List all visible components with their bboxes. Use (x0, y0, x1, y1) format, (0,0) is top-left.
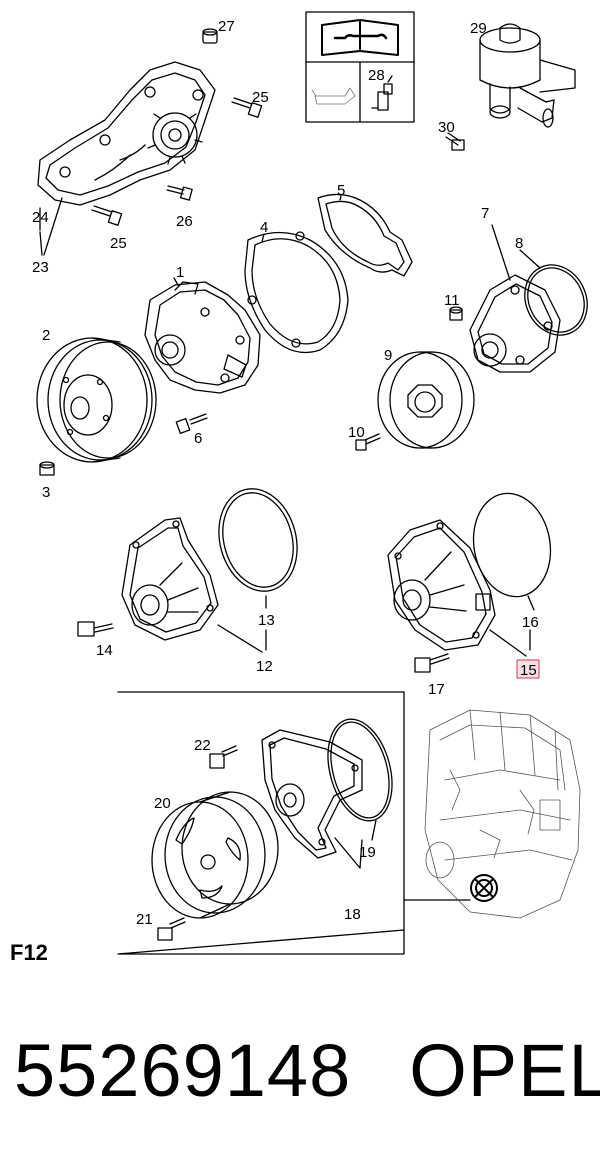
callout-26: 26 (176, 213, 193, 230)
gasket-16 (472, 492, 552, 598)
part-number: 55269148 (14, 1029, 352, 1112)
callout-21: 21 (136, 911, 153, 928)
o-ring-19 (327, 718, 393, 822)
callout-12: 12 (256, 658, 273, 675)
callout-20: 20 (154, 795, 171, 812)
water-pump-7 (469, 274, 561, 373)
bolt-6 (175, 413, 208, 434)
leader-7 (491, 224, 511, 281)
part-caption: 55269148 OPEL (14, 1028, 600, 1113)
callout-27: 27 (218, 18, 235, 35)
callout-7: 7 (481, 205, 489, 222)
bolt-30 (445, 132, 465, 151)
engine-pulley-highlight (470, 874, 498, 902)
callout-11: 11 (444, 292, 460, 309)
bolt-21 (157, 917, 186, 941)
brand-name: OPEL (409, 1029, 600, 1112)
callout-30: 30 (438, 119, 455, 136)
bolt-22 (209, 745, 238, 769)
callout-4: 4 (260, 219, 268, 236)
callout-5: 5 (337, 182, 345, 199)
callout-22: 22 (194, 737, 211, 754)
leader-15b (489, 629, 527, 657)
callout-24: 24 (32, 209, 49, 226)
bolt-26 (166, 185, 193, 201)
callout-13: 13 (258, 612, 275, 629)
pulley-20 (151, 791, 279, 919)
callout-1: 1 (176, 264, 184, 281)
leader-1 (173, 277, 179, 286)
callout-28: 28 (368, 67, 385, 84)
o-ring-8 (524, 264, 588, 336)
callout-14: 14 (96, 642, 113, 659)
leader-23b (43, 197, 63, 256)
callout-23: 23 (32, 259, 49, 276)
water-pump-12 (121, 517, 219, 641)
bolt-17 (414, 653, 450, 673)
leader-8 (519, 249, 541, 269)
pulley-9 (377, 351, 475, 449)
leader-12b (217, 624, 263, 653)
leader-23a (39, 231, 43, 256)
callout-25-bottom: 25 (110, 235, 127, 252)
pulley-2 (36, 337, 157, 463)
auxiliary-water-pump (479, 23, 576, 128)
callout-19: 19 (359, 844, 376, 861)
leader-18a (334, 837, 361, 869)
callout-10: 10 (348, 424, 365, 441)
leader-16 (527, 595, 535, 611)
gasket-5 (317, 193, 413, 277)
callout-3: 3 (42, 484, 50, 501)
leader-18b (359, 839, 363, 869)
callout-17: 17 (428, 681, 445, 698)
water-pump-housing-topleft (37, 61, 216, 206)
bolt-11 (449, 306, 463, 321)
bolt-3 (39, 461, 55, 476)
bolt-10 (355, 433, 381, 451)
inset-box (117, 691, 471, 955)
callout-29: 29 (470, 20, 487, 37)
gasket-4 (244, 231, 349, 354)
callout-25-top: 25 (252, 89, 269, 106)
cap-27 (202, 28, 218, 44)
gasket-13 (218, 488, 298, 592)
leader-19 (371, 819, 377, 841)
callout-8: 8 (515, 235, 523, 252)
bolt-25-top (231, 97, 263, 118)
callout-9: 9 (384, 347, 392, 364)
callout-16: 16 (522, 614, 539, 631)
bolt-25-bottom (91, 205, 123, 226)
water-pump-15 (387, 519, 496, 651)
engine-overview-sketch (424, 709, 581, 919)
water-pump-1 (144, 281, 261, 394)
info-box (305, 11, 415, 123)
callout-6: 6 (194, 430, 202, 447)
callout-15-highlight (516, 659, 540, 679)
leader-4 (261, 233, 265, 243)
bolt-14 (77, 621, 114, 637)
figure-code: F12 (10, 940, 48, 965)
sealant-tube-icon (371, 75, 393, 111)
callout-2: 2 (42, 327, 50, 344)
callout-15[interactable]: 15 (520, 662, 537, 679)
oil-can-icon (311, 87, 356, 105)
callout-18: 18 (344, 906, 361, 923)
leader-5 (339, 195, 342, 201)
manual-book-icon (321, 19, 399, 56)
